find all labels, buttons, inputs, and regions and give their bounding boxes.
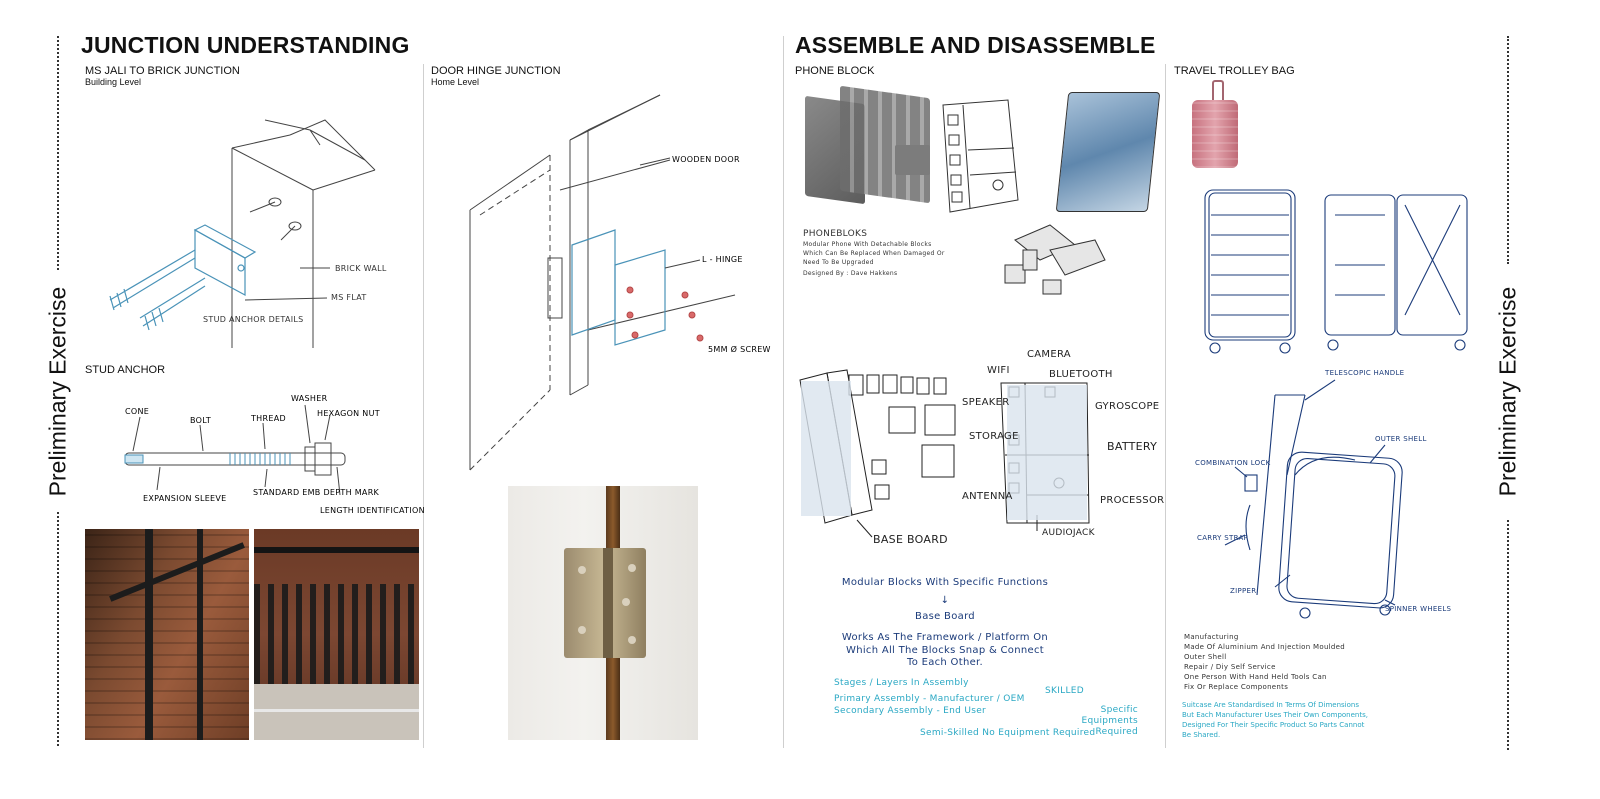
telescopic-handle-label: TELESCOPIC HANDLE: [1324, 369, 1404, 377]
jali-photo-1: [85, 529, 249, 740]
phonebloks-watercolor-render: [1055, 92, 1161, 212]
door-hinge-photo: [508, 486, 698, 740]
assemble-title: ASSEMBLE AND DISASSEMBLE: [795, 32, 1156, 58]
gyroscope-label: GYROSCOPE: [1095, 401, 1159, 412]
junction-title: JUNCTION UNDERSTANDING: [81, 32, 410, 58]
trolley-photo: [1192, 100, 1238, 168]
l-hinge-label: L - HINGE: [702, 255, 743, 264]
brick-wall-label: BRICK WALL: [335, 264, 387, 273]
phonebloks-title: PHONEBLOKS: [803, 229, 868, 239]
mfg-line-1: Manufacturing: [1184, 633, 1239, 641]
trolley-photo-handle: [1212, 80, 1224, 106]
base-board-label: BASE BOARD: [873, 533, 948, 546]
note-works-2: Which All The Blocks Snap & Connect: [846, 645, 1044, 656]
mfg-line-6: Fix Or Replace Components: [1184, 683, 1289, 691]
jali-junction-sketch: BRICK WALL MS FLAT STUD ANCHOR DETAILS: [109, 119, 387, 348]
bolt-label: BOLT: [190, 416, 211, 425]
speaker-label: SPEAKER: [962, 397, 1009, 408]
expansion-sleeve-label: EXPANSION SLEEVE: [143, 494, 227, 503]
antenna-label: ANTENNA: [962, 491, 1013, 502]
door-hinge-sketch: WOODEN DOOR L - HINGE 5MM Ø SCREW: [469, 94, 770, 471]
stages-semi-skilled: Semi-Skilled No Equipment Required: [920, 728, 1096, 738]
trolley-mfg-notes: Manufacturing Made Of Aluminium And Inje…: [1184, 632, 1345, 692]
std-line-1: Suitcase Are Standardised In Terms Of Di…: [1182, 701, 1359, 709]
cone-label: CONE: [125, 407, 149, 416]
note-arrow: ↓: [940, 595, 950, 606]
mfg-line-2: Made Of Aluminium And Injection Moulded: [1184, 643, 1346, 651]
door-heading: DOOR HINGE JUNCTION: [431, 65, 561, 77]
trolley-sketch-top: [1204, 189, 1468, 354]
mfg-line-4: Repair / Diy Self Service: [1184, 663, 1276, 671]
trolley-sketch-annotated: TELESCOPIC HANDLE COMBINATION LOCK OUTER…: [1195, 369, 1452, 619]
combination-lock-label: COMBINATION LOCK: [1195, 459, 1271, 467]
column-divider-3: [1165, 64, 1166, 748]
wifi-label: WIFI: [987, 365, 1010, 376]
side-label-left: Preliminary Exercise: [44, 286, 71, 497]
note-modular-blocks: Modular Blocks With Specific Functions: [841, 577, 1049, 588]
stud-anchor-details-label: STUD ANCHOR DETAILS: [203, 315, 304, 324]
trolley-heading: TRAVEL TROLLEY BAG: [1174, 65, 1295, 77]
stages-secondary: Secondary Assembly - End User: [834, 706, 987, 716]
wooden-door-label: WOODEN DOOR: [672, 155, 740, 164]
right-dotted-rule-top: [1507, 36, 1509, 264]
stages-specific: Specific Equipments Required: [1081, 705, 1138, 737]
phone-exploded-sketch: CAMERA WIFI BLUETOOTH SPEAKER GYROSCOPE …: [799, 349, 1164, 546]
door-level: Home Level: [431, 77, 480, 87]
jali-heading: MS JALI TO BRICK JUNCTION: [85, 65, 240, 77]
trolley-standardisation-notes: Suitcase Are Standardised In Terms Of Di…: [1182, 700, 1368, 740]
mfg-line-3: Outer Shell: [1184, 653, 1227, 661]
zipper-label: ZIPPER: [1230, 587, 1256, 595]
left-dotted-rule-bottom: [57, 512, 59, 746]
jali-photo-2: [254, 529, 419, 740]
stages-title: Stages / Layers In Assembly: [834, 678, 969, 688]
std-line-4: Be Shared.: [1182, 731, 1221, 739]
phonebloks-desc-3: Need To Be Upgraded: [803, 259, 874, 266]
note-works-1: Works As The Framework / Platform On: [841, 632, 1049, 643]
phonebloks-block-render: [895, 145, 930, 175]
right-dotted-rule-bottom: [1507, 520, 1509, 750]
stages-primary: Primary Assembly - Manufacturer / OEM: [834, 694, 1025, 704]
column-divider-2: [783, 36, 784, 748]
side-label-right: Preliminary Exercise: [1494, 286, 1521, 497]
carry-strap-label: CARRY STRAP: [1197, 534, 1248, 542]
hex-nut-label: HEXAGON NUT: [317, 409, 380, 418]
camera-label: CAMERA: [1027, 349, 1071, 360]
standard-depth-label: STANDARD EMB DEPTH MARK: [253, 488, 380, 497]
processor-label: PROCESSOR: [1100, 495, 1164, 506]
phone-heading: PHONE BLOCK: [795, 65, 875, 77]
blocks-assembly-sketch: [1004, 224, 1106, 295]
phonebloks-desc-1: Modular Phone With Detachable Blocks: [803, 241, 932, 248]
length-id-label: LENGTH IDENTIFICATION: [320, 506, 425, 515]
spinner-wheels-label: SPINNER WHEELS: [1385, 605, 1452, 613]
outer-shell-label: OUTER SHELL: [1375, 435, 1427, 443]
stud-anchor-heading: STUD ANCHOR: [85, 364, 166, 376]
ms-flat-label: MS FLAT: [331, 293, 367, 302]
left-dotted-rule-top: [57, 36, 59, 270]
phonebloks-desc-2: Which Can Be Replaced When Damaged Or: [803, 250, 945, 257]
column-divider-1: [423, 64, 424, 748]
std-line-2: But Each Manufacturer Uses Their Own Com…: [1182, 711, 1368, 719]
phonebloks-designer: Designed By : Dave Hakkens: [803, 270, 898, 277]
audiojack-label: AUDIOJACK: [1042, 528, 1096, 538]
storage-label: STORAGE: [969, 431, 1019, 442]
screw-label: 5MM Ø SCREW: [708, 344, 771, 354]
washer-label: WASHER: [291, 394, 328, 403]
std-line-3: Designed For Their Specific Product So P…: [1182, 721, 1365, 729]
mfg-line-5: One Person With Hand Held Tools Can: [1184, 673, 1327, 681]
stud-anchor-sketch: CONE BOLT THREAD WASHER HEXAGON NUT EXPA…: [124, 394, 425, 515]
stages-skilled: SKILLED: [1045, 686, 1085, 696]
note-base-board: Base Board: [915, 611, 975, 622]
jali-level: Building Level: [85, 77, 142, 87]
thread-label: THREAD: [250, 414, 286, 423]
bluetooth-label: BLUETOOTH: [1049, 369, 1113, 380]
battery-label: BATTERY: [1107, 440, 1157, 453]
note-works-3: To Each Other.: [906, 657, 984, 668]
phonebloks-sketch: [942, 99, 1019, 213]
